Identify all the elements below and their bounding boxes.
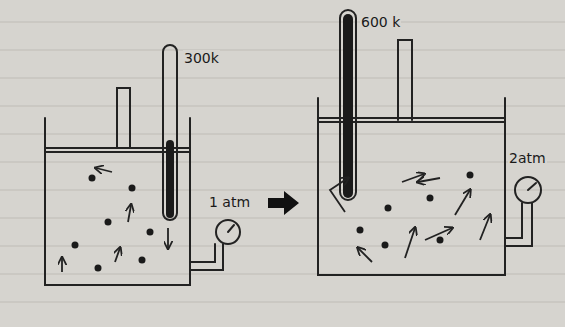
motion-arrows-right (330, 174, 490, 262)
motion-arrows-left (62, 168, 168, 272)
molecules-left (72, 175, 154, 272)
mercury (166, 140, 174, 218)
value-label: 2atm (508, 150, 547, 166)
value-label: 300k (183, 50, 220, 66)
molecules-right (357, 172, 474, 249)
mercury (343, 14, 353, 198)
value-label: 1 atm (208, 194, 251, 210)
paper-lines (0, 22, 565, 302)
container-left (45, 45, 240, 285)
process-arrow (268, 191, 299, 215)
value-label: 600 k (360, 14, 401, 30)
container-right (318, 10, 541, 275)
